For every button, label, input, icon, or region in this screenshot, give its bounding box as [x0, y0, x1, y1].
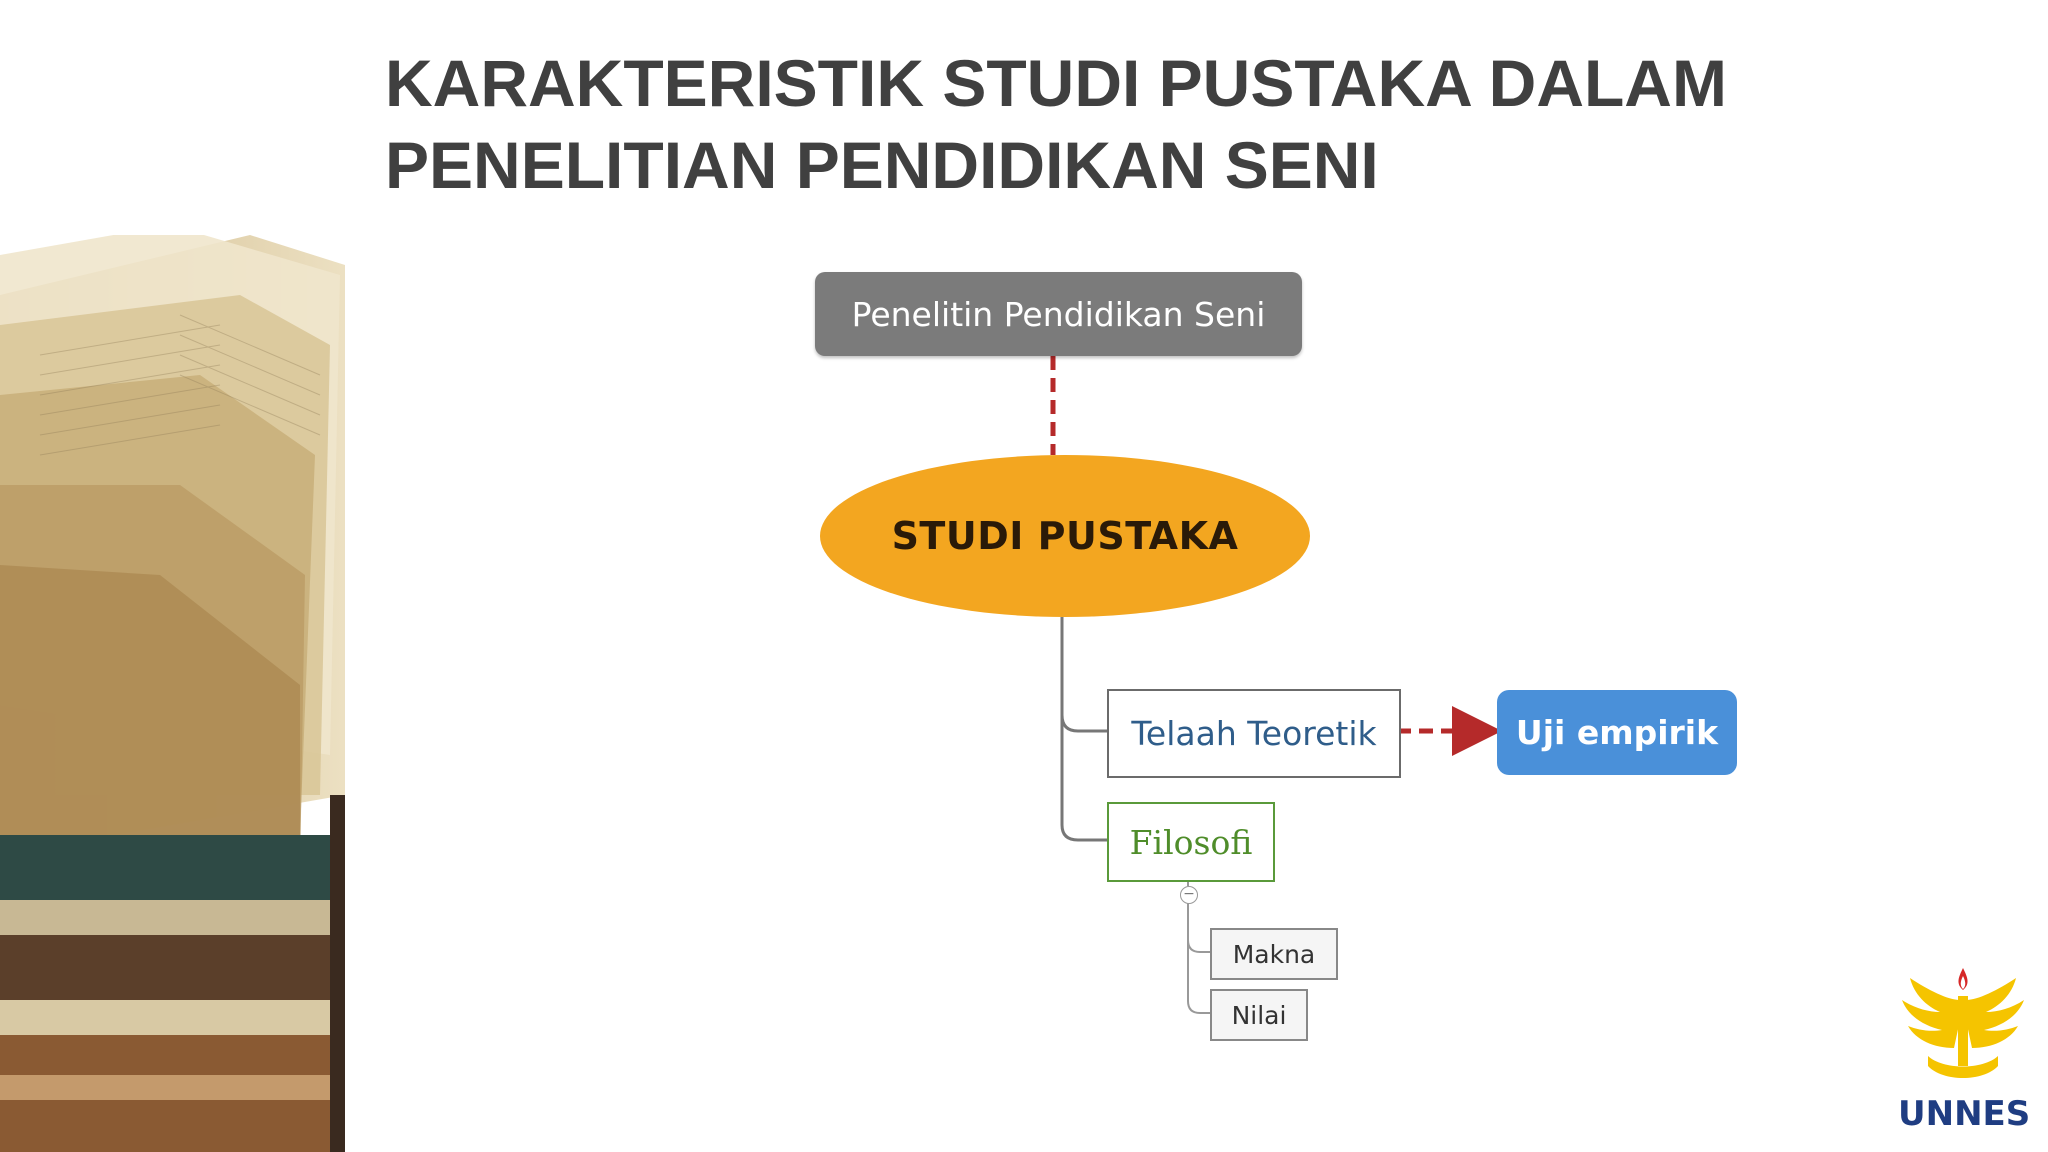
- unnes-logo-icon: [1888, 960, 2038, 1145]
- book-illustration: [0, 235, 345, 1152]
- logo-text: UNNES: [1898, 1094, 2031, 1134]
- root-node[interactable]: Penelitin Pendidikan Seni: [815, 272, 1302, 356]
- external-node-uji-label: Uji empirik: [1515, 713, 1719, 752]
- filosofi-nilai-link: [1187, 940, 1210, 1014]
- branch-node-teori-label: Telaah Teoretik: [1131, 714, 1377, 753]
- logo-emblem: [1902, 968, 2024, 1078]
- leaf-node-nilai-label: Nilai: [1231, 1000, 1287, 1030]
- external-node-uji-empirik[interactable]: Uji empirik: [1497, 690, 1737, 775]
- center-teori-link: [1060, 617, 1107, 733]
- branch-node-filosofi-label: Filosofi: [1129, 822, 1253, 862]
- branch-node-teori[interactable]: Telaah Teoretik: [1107, 689, 1401, 778]
- slide-title: KARAKTERISTIK STUDI PUSTAKA DALAM PENELI…: [385, 42, 1885, 206]
- center-node[interactable]: STUDI PUSTAKA: [820, 455, 1310, 617]
- leaf-node-makna[interactable]: Makna: [1210, 928, 1338, 980]
- filosofi-makna-link: [1187, 902, 1210, 953]
- center-node-label: STUDI PUSTAKA: [891, 514, 1239, 558]
- root-node-label: Penelitin Pendidikan Seni: [851, 294, 1266, 334]
- center-filosofi-link: [1060, 715, 1107, 842]
- slide-title-line-1: KARAKTERISTIK STUDI PUSTAKA DALAM: [385, 46, 1727, 120]
- branch-node-filosofi[interactable]: Filosofi: [1107, 802, 1275, 882]
- leaf-node-makna-label: Makna: [1232, 939, 1316, 969]
- leaf-node-nilai[interactable]: Nilai: [1210, 989, 1308, 1041]
- book-image: [0, 235, 345, 1152]
- collapse-toggle-icon[interactable]: −: [1180, 886, 1198, 904]
- slide-title-line-2: PENELITIAN PENDIDIKAN SENI: [385, 128, 1379, 202]
